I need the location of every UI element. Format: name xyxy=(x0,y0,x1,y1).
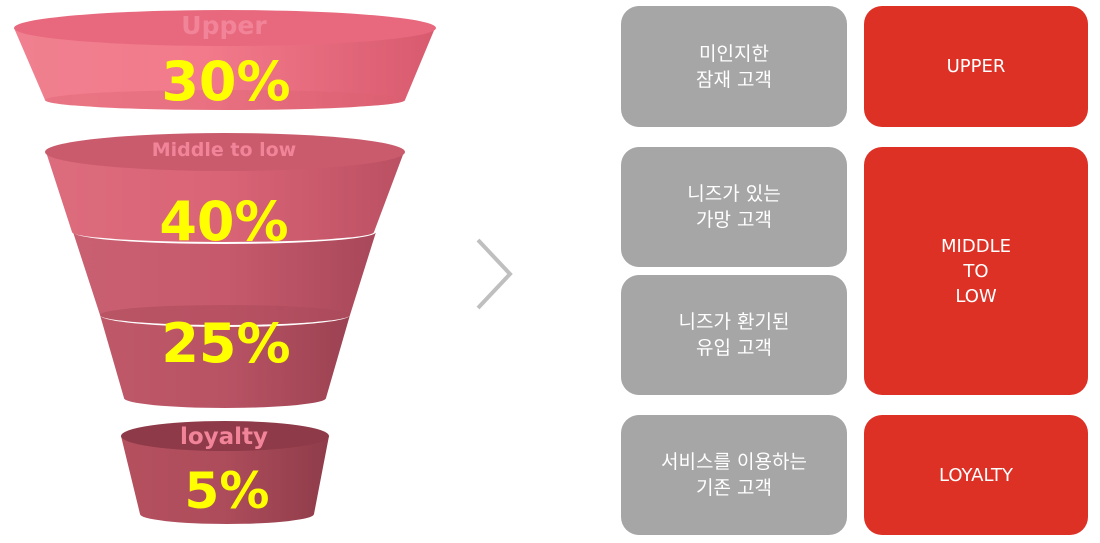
stage-label-loyalty: loyalty xyxy=(180,424,268,450)
funnel-tier-loyalty: loyalty 5% xyxy=(121,421,329,524)
stage-box-loyalty: LOYALTY xyxy=(864,415,1088,535)
percent-upper: 30% xyxy=(161,50,290,113)
segment-unaware-prospects: 미인지한 잠재 고객 xyxy=(621,6,847,127)
stage-box-middle-to-low: MIDDLE TO LOW xyxy=(864,147,1088,395)
funnel-tier-low xyxy=(73,232,376,325)
segment-interested-prospects: 니즈가 있는 가망 고객 xyxy=(621,147,847,267)
percent-lower: 25% xyxy=(161,312,290,375)
percent-middle: 40% xyxy=(159,190,288,253)
stage-label-upper: Upper xyxy=(181,11,267,40)
percent-loyalty: 5% xyxy=(185,462,270,520)
segment-existing-customers: 서비스를 이용하는 기존 고객 xyxy=(621,415,847,535)
chevron-right-icon xyxy=(476,238,513,310)
funnel-tier-upper: Upper 30% xyxy=(14,10,436,113)
funnel-diagram: Upper 30% Middle to low 40% 25% loyalty … xyxy=(14,10,436,524)
segment-engaged-visitors: 니즈가 환기된 유입 고객 xyxy=(621,275,847,395)
stage-label-middle: Middle to low xyxy=(152,139,297,161)
stage-box-upper: UPPER xyxy=(864,6,1088,127)
funnel-tier-lower: 25% xyxy=(100,312,350,408)
funnel-tier-middle: Middle to low 40% xyxy=(45,133,405,253)
